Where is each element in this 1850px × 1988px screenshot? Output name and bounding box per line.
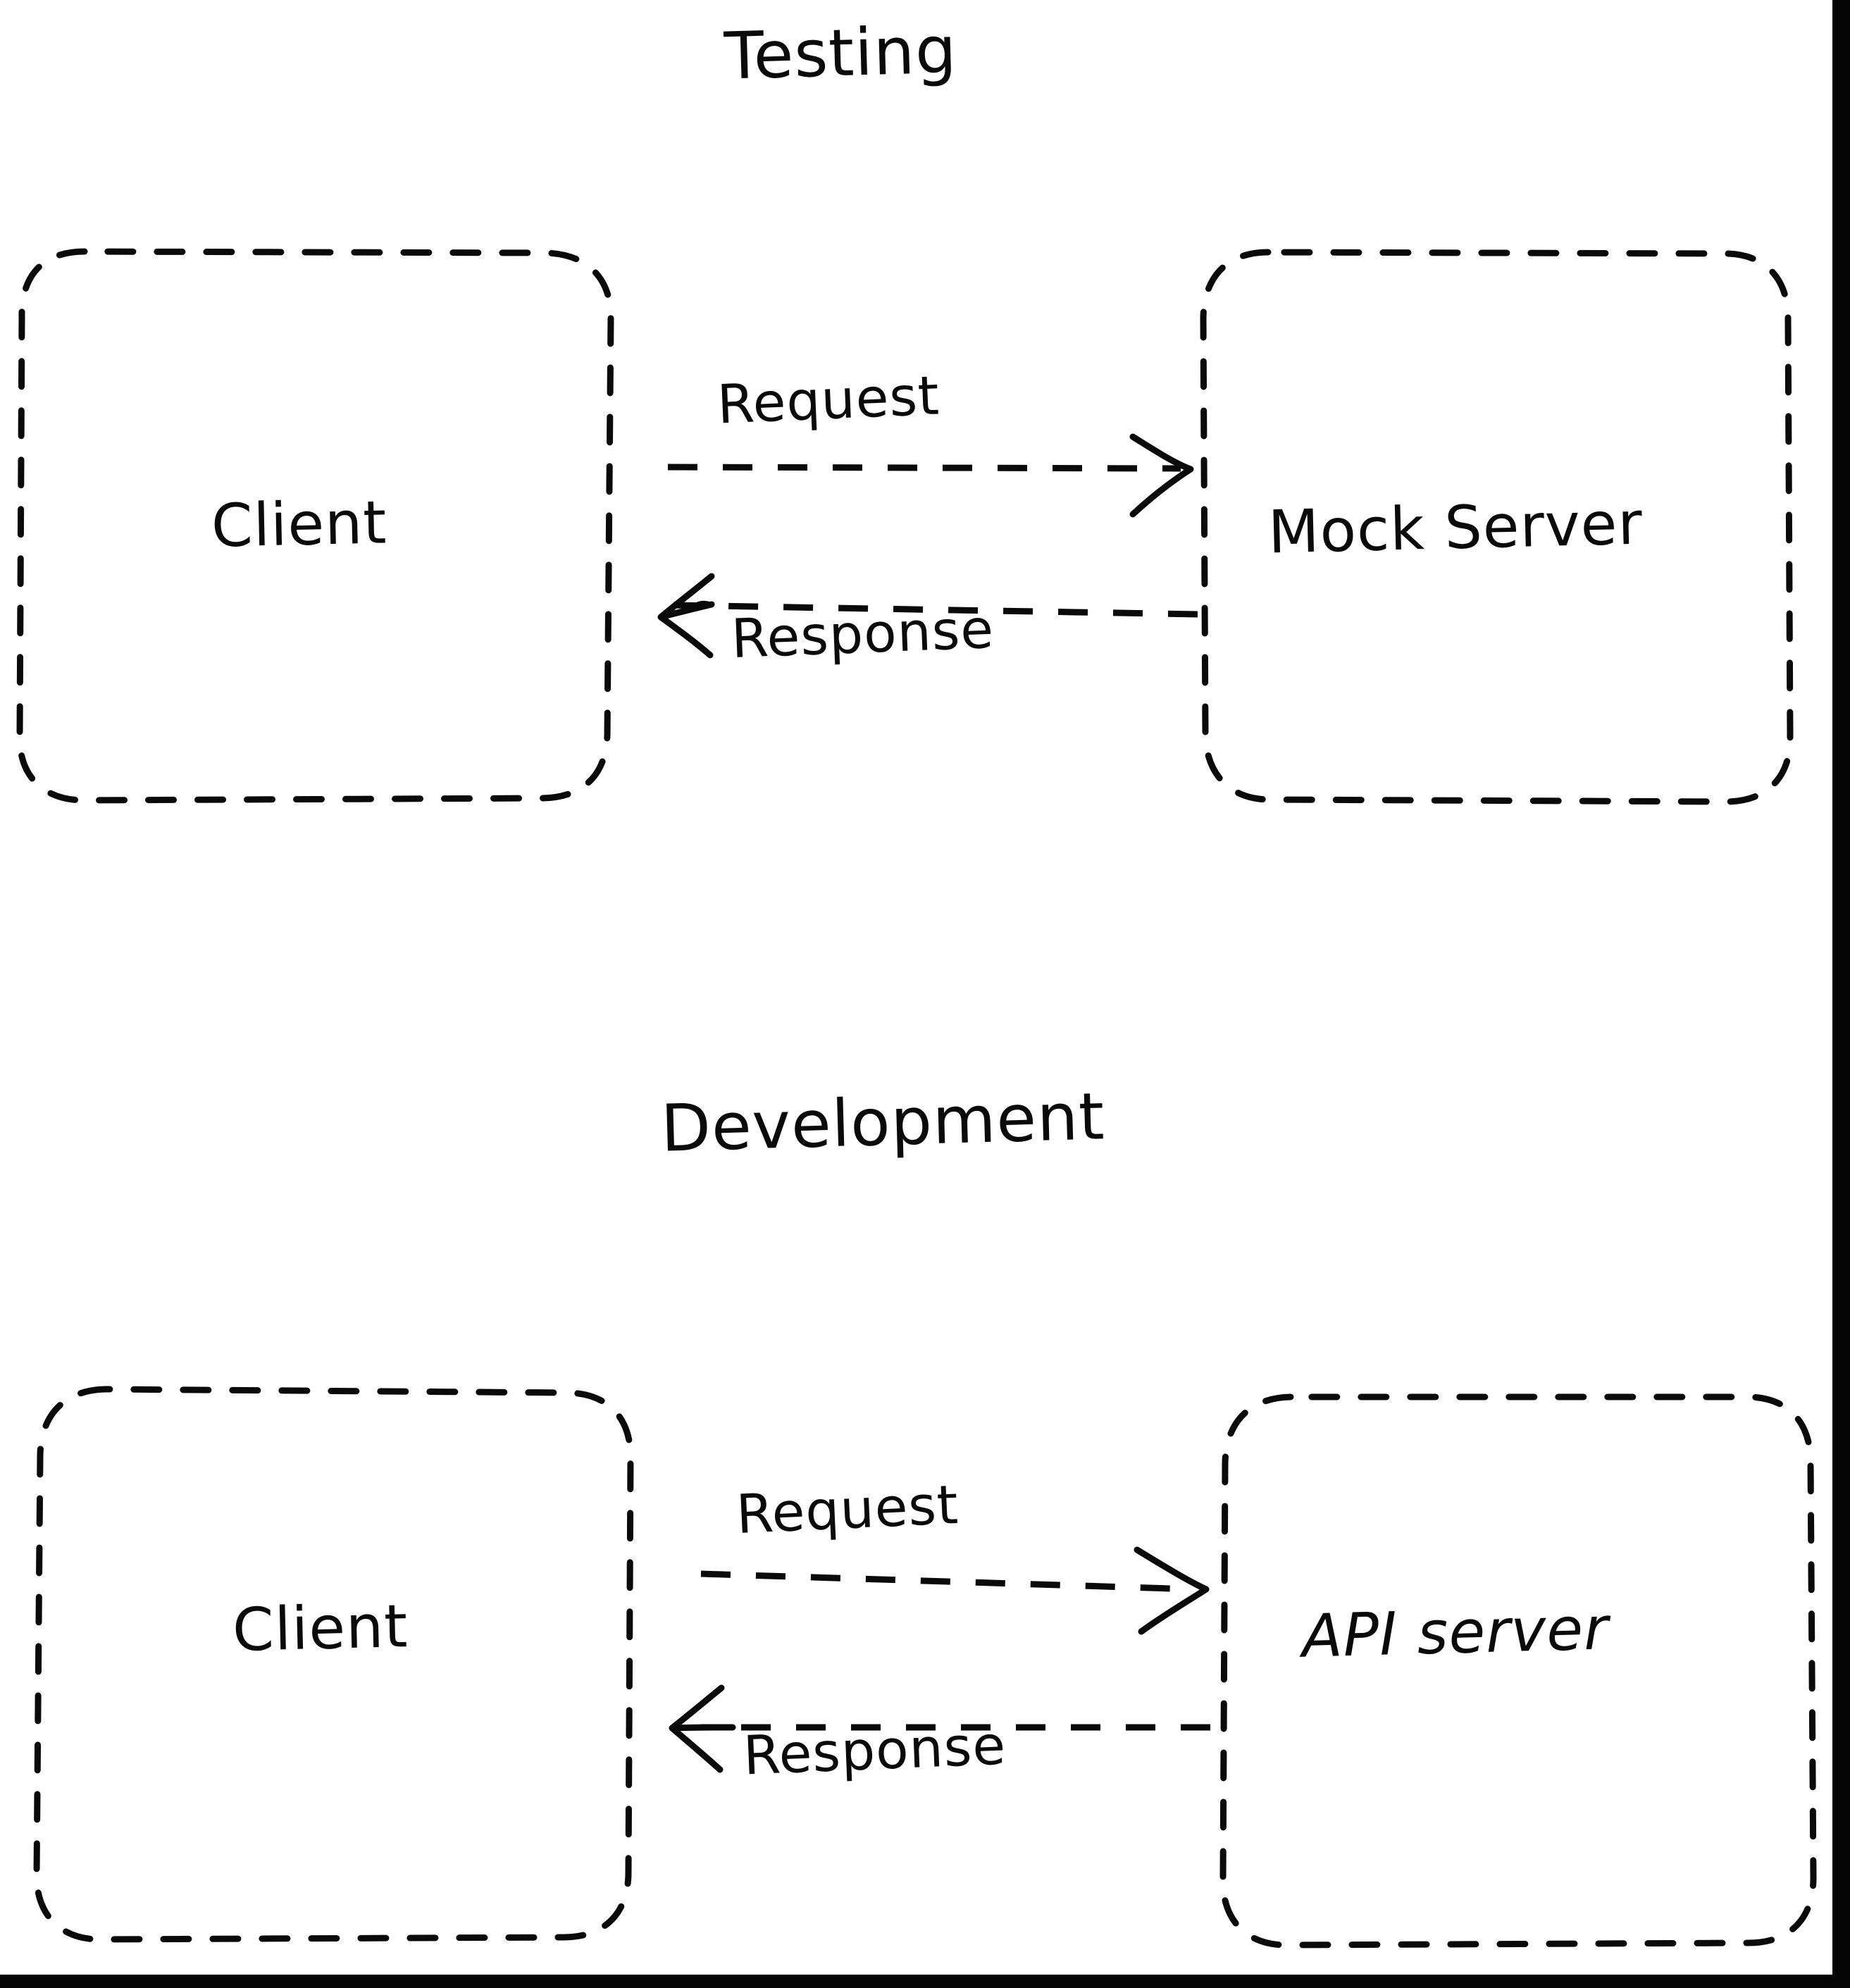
edge-arrowhead-response-testing-wings bbox=[657, 573, 715, 659]
node-label-client-testing: Client bbox=[211, 487, 388, 561]
edge-arrowhead-request-testing bbox=[1129, 433, 1194, 518]
node-label-mock-server: Mock Server bbox=[1267, 488, 1644, 567]
page-gutter-bottom bbox=[0, 1975, 1850, 1988]
edge-label-request-testing: Request bbox=[716, 364, 941, 436]
edge-arrowhead-request-development bbox=[1134, 1546, 1210, 1635]
section-title-development: Development bbox=[659, 1079, 1106, 1167]
node-box-api-server bbox=[1219, 1393, 1817, 1949]
edge-arrowhead-response-development bbox=[669, 1684, 736, 1773]
edge-line-request-development bbox=[700, 1570, 1194, 1593]
node-label-api-server: API server bbox=[1300, 1593, 1610, 1671]
edge-label-request-development: Request bbox=[735, 1472, 960, 1546]
section-title-testing: Testing bbox=[723, 12, 958, 94]
node-box-client-development bbox=[33, 1386, 634, 1943]
node-label-client-development: Client bbox=[231, 1591, 409, 1665]
edge-label-response-development: Response bbox=[742, 1713, 1007, 1787]
edge-line-request-testing bbox=[667, 464, 1181, 472]
edge-arrowhead-response-testing bbox=[695, 600, 712, 609]
edge-label-response-testing: Response bbox=[730, 597, 995, 671]
page-gutter-right bbox=[1832, 0, 1850, 1988]
